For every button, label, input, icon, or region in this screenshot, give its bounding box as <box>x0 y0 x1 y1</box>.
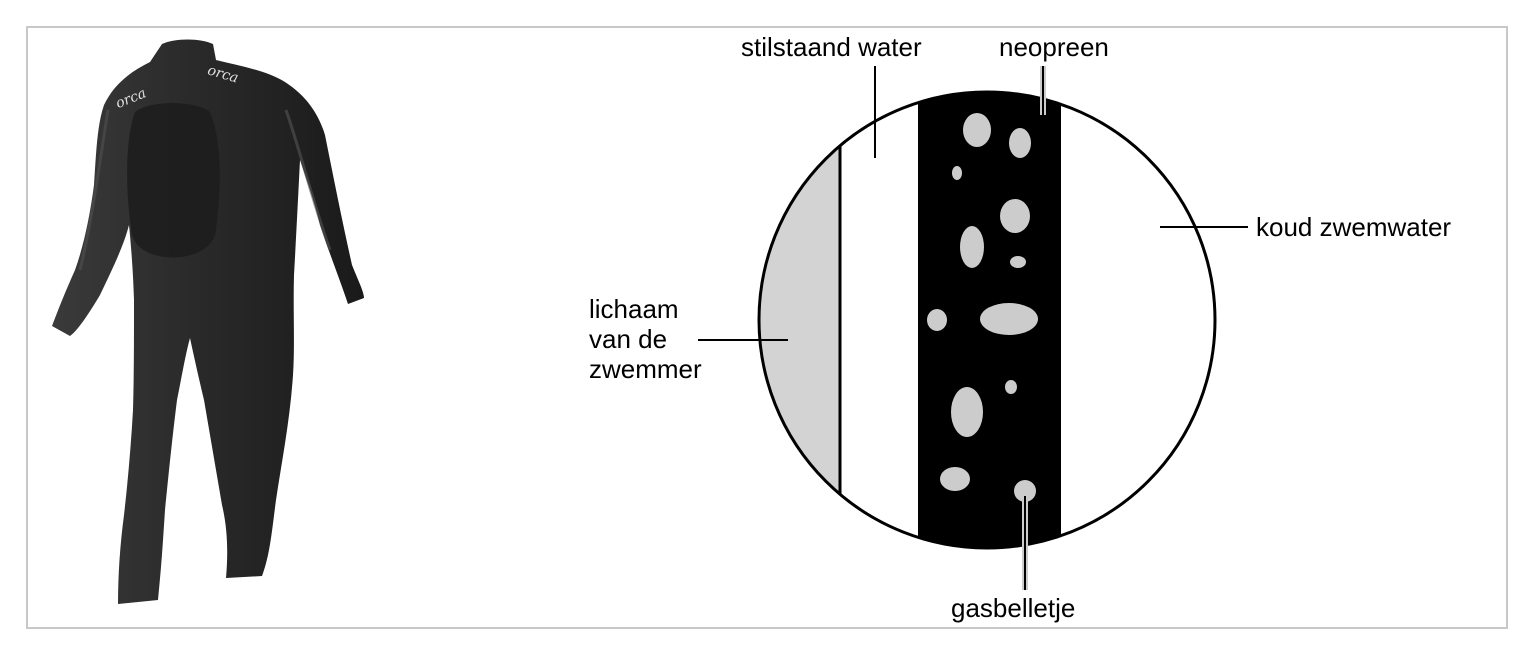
label-neopreen: neopreen <box>999 32 1109 62</box>
gas-bubble <box>1009 128 1031 158</box>
gas-bubble <box>1005 380 1017 394</box>
label-lichaam-line-1: lichaam <box>589 294 679 324</box>
wetsuit-chest-panel <box>127 103 220 258</box>
label-lichaam-line-2: van de <box>589 324 667 354</box>
label-stilstaand-water: stilstaand water <box>741 32 922 62</box>
label-gasbelletje: gasbelletje <box>951 593 1075 623</box>
gas-bubble <box>1014 480 1036 502</box>
gas-bubble <box>952 166 962 180</box>
gas-bubble <box>927 309 947 331</box>
label-lichaam-line-3: zwemmer <box>589 354 702 384</box>
gas-bubble <box>951 387 983 437</box>
still-water-region <box>840 92 918 548</box>
gas-bubble <box>960 226 984 268</box>
gas-bubble <box>1010 256 1026 268</box>
label-koud-zwemwater: koud zwemwater <box>1256 212 1451 242</box>
cross-section: stilstaand water neopreen koud zwemwater… <box>589 32 1451 623</box>
gas-bubble <box>963 113 991 147</box>
cold-water-region <box>1061 92 1215 548</box>
gas-bubble <box>1000 199 1030 233</box>
gas-bubble <box>940 467 970 491</box>
wetsuit-highlight <box>284 109 332 251</box>
cross-section-outline <box>757 90 1217 550</box>
gas-bubbles <box>927 113 1038 502</box>
wetsuit-illustration: orca orca <box>52 39 364 604</box>
gas-bubble <box>980 303 1038 335</box>
wetsuit-highlight <box>78 109 110 271</box>
